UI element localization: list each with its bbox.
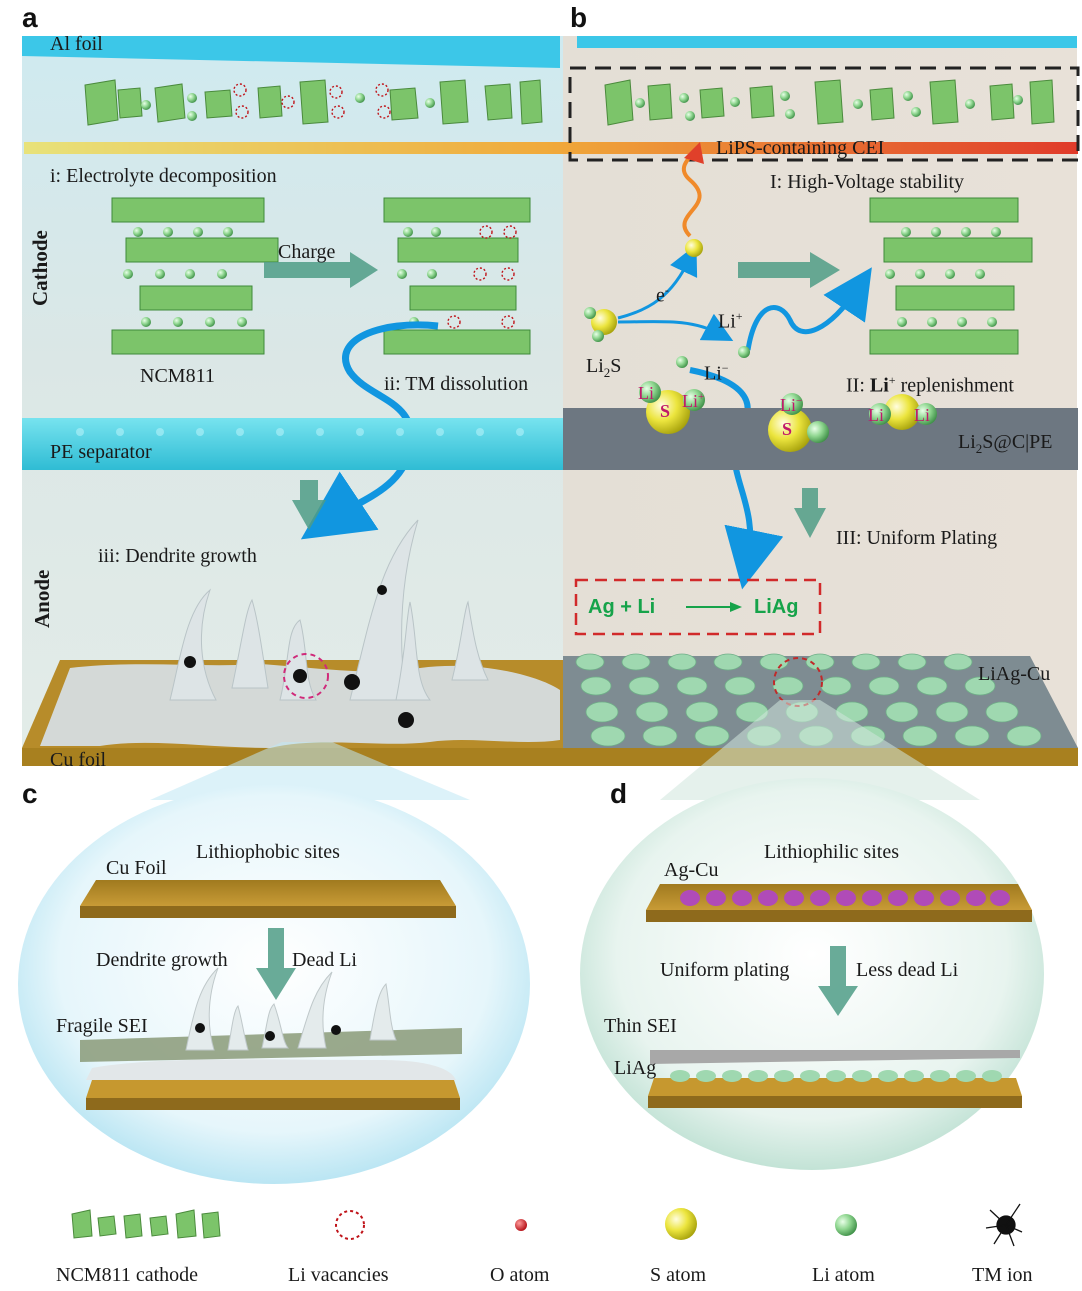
cluster-s-label-2: S bbox=[782, 419, 793, 439]
legend-li-vacancies: Li vacancies bbox=[288, 1264, 389, 1286]
charge-label: Charge bbox=[278, 241, 336, 263]
ncm811-cathode-icon bbox=[71, 1209, 221, 1239]
d-uniform-label: Uniform plating bbox=[660, 959, 790, 981]
less-dead-li-label: Less dead Li bbox=[856, 959, 959, 981]
legend-ncm811: NCM811 cathode bbox=[56, 1264, 199, 1286]
uniform-plating-label: III: Uniform Plating bbox=[836, 527, 998, 549]
bubble-d bbox=[580, 778, 1044, 1170]
high-voltage-label: I: High-Voltage stability bbox=[770, 171, 965, 193]
agcu-label: Ag-Cu bbox=[664, 859, 719, 881]
o-atom-icon bbox=[515, 1219, 527, 1231]
top-li-atoms bbox=[141, 91, 1023, 121]
panel-c-label: c bbox=[22, 778, 38, 809]
top-li-vacancies bbox=[233, 83, 391, 119]
li2s-label: Li2S bbox=[586, 355, 622, 380]
li-atom-icon bbox=[835, 1214, 857, 1236]
legend-o-atom: O atom bbox=[490, 1264, 550, 1286]
dead-li-label: Dead Li bbox=[292, 949, 357, 971]
ncm811-layers-middle bbox=[383, 197, 531, 355]
ncm811-layers-right bbox=[869, 197, 1033, 355]
s-atom-icon bbox=[665, 1208, 697, 1240]
cluster-li-minus-label: Li− bbox=[780, 395, 803, 415]
li-plus-label: Li+ bbox=[718, 309, 743, 333]
cluster-li-label-2: Li bbox=[868, 405, 884, 425]
legend-icons bbox=[71, 1203, 1023, 1247]
c-cu-foil-label: Cu Foil bbox=[106, 857, 167, 879]
al-foil-label: Al foil bbox=[50, 33, 103, 55]
reaction-left: Ag + Li bbox=[588, 596, 656, 618]
li-minus-label: Li− bbox=[704, 361, 729, 385]
dendrite-growth-label: iii: Dendrite growth bbox=[98, 545, 257, 567]
lithiophobic-label: Lithiophobic sites bbox=[196, 841, 340, 863]
ag-sites bbox=[680, 890, 1010, 906]
c-dendrite-label: Dendrite growth bbox=[96, 949, 228, 971]
panel-b-label: b bbox=[570, 2, 588, 33]
lithiophilic-label: Lithiophilic sites bbox=[764, 841, 899, 863]
legend-tm-ion: TM ion bbox=[972, 1264, 1033, 1286]
charge-arrow bbox=[264, 252, 378, 288]
panel-d-label: d bbox=[610, 778, 628, 809]
li2s-s-atom bbox=[591, 309, 617, 335]
reaction-right: LiAg bbox=[754, 596, 799, 618]
fragile-sei-label: Fragile SEI bbox=[56, 1015, 148, 1037]
d-liag-label: LiAg bbox=[614, 1057, 657, 1079]
tm-ion-icon bbox=[985, 1203, 1023, 1247]
cluster-s-label: S bbox=[660, 401, 671, 421]
liag-cu-label: LiAg-Cu bbox=[978, 663, 1051, 685]
li-replenishment-label: II: Li+ replenishment bbox=[846, 373, 1014, 397]
cu-foil-label: Cu foil bbox=[50, 749, 107, 771]
thin-sei-label: Thin SEI bbox=[604, 1015, 677, 1037]
li-vacancy-icon bbox=[335, 1210, 365, 1240]
top-cathode-crystals-a bbox=[84, 79, 543, 126]
li2s-c-pe-label: Li2S@C|PE bbox=[958, 431, 1053, 456]
legend-s-atom: S atom bbox=[650, 1264, 707, 1286]
cluster-li-label: Li bbox=[638, 383, 654, 403]
electrolyte-decomposition-label: i: Electrolyte decomposition bbox=[50, 165, 277, 187]
ncm811-layers-left bbox=[111, 197, 279, 355]
cluster-li-plus-label: Li+ bbox=[682, 391, 705, 411]
ncm811-label: NCM811 bbox=[140, 365, 215, 387]
anode-side-label: Anode bbox=[30, 569, 54, 628]
cei-label: LiPS-containing CEI bbox=[716, 137, 885, 159]
replenish-green-arrow bbox=[738, 252, 840, 288]
top-cathode-crystals-b bbox=[604, 79, 1055, 126]
tm-dissolution-label: ii: TM dissolution bbox=[384, 373, 529, 395]
cluster-li-label-3: Li bbox=[914, 405, 930, 425]
tm-ion-clusters bbox=[184, 585, 414, 728]
electron-label: e- bbox=[656, 283, 669, 307]
pe-separator-label: PE separator bbox=[50, 441, 152, 463]
legend-li-atom: Li atom bbox=[812, 1264, 875, 1286]
cathode-side-label: Cathode bbox=[28, 230, 52, 306]
li2s-clusters bbox=[639, 381, 937, 452]
panel-a-label: a bbox=[22, 2, 38, 33]
